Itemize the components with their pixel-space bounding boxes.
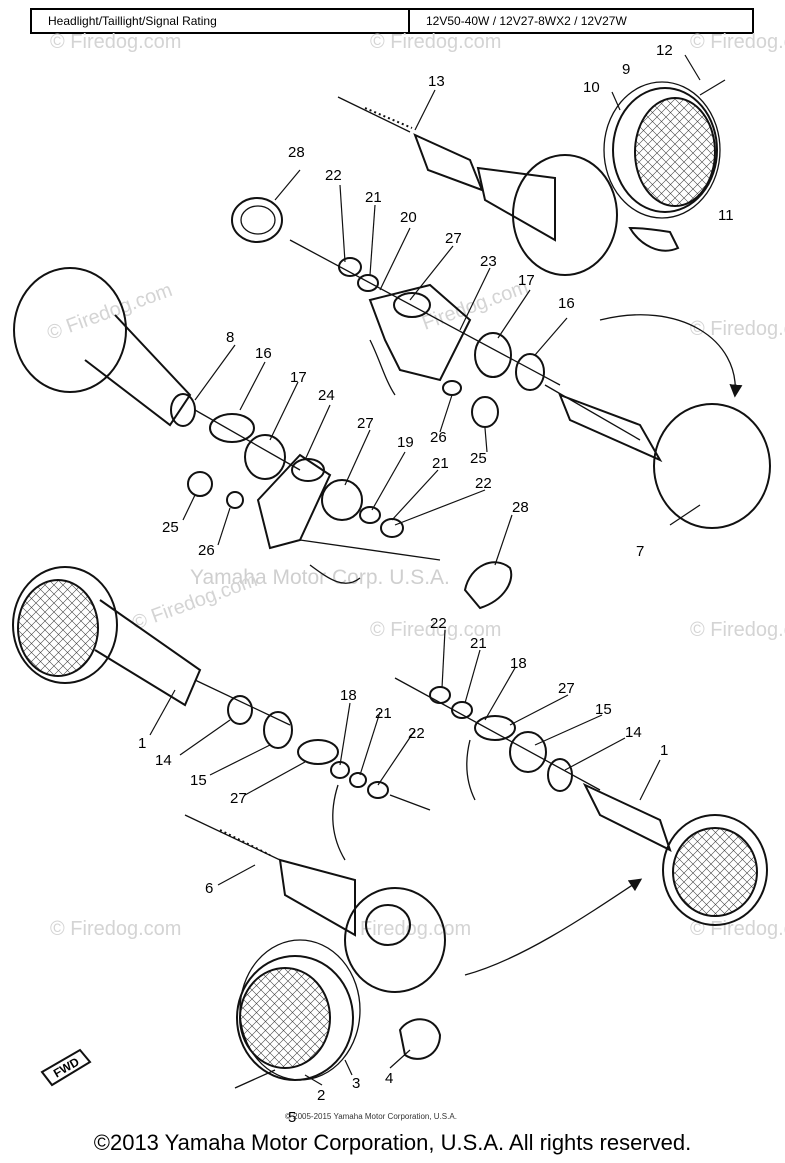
callout-23: 23 [480, 253, 497, 270]
callout-25b: 25 [162, 519, 179, 536]
callout-14b: 14 [155, 752, 172, 769]
spec-value: 12V50-40W / 12V27-8WX2 / 12V27W [426, 14, 627, 28]
callout-21d: 21 [375, 705, 392, 722]
turn-signal-rear-right-lower [394, 677, 768, 926]
callout-27: 27 [445, 230, 462, 247]
callout-15: 15 [595, 701, 612, 718]
fwd-indicator: FWD [40, 1048, 92, 1087]
callout-16: 16 [558, 295, 575, 312]
watermark: © Firedog.com [50, 918, 181, 940]
watermark: © Firedog.com [690, 318, 785, 340]
callout-28b: 28 [512, 499, 529, 516]
callout-8: 8 [226, 329, 234, 346]
watermark: Firedog.com [360, 918, 471, 940]
turn-signal-rear-right [337, 96, 618, 276]
callout-27d: 27 [230, 790, 247, 807]
callout-27b: 27 [357, 415, 374, 432]
callout-7: 7 [636, 543, 644, 560]
callout-16b: 16 [255, 345, 272, 362]
bracket-lower [187, 413, 441, 584]
callout-5: 5 [288, 1109, 296, 1126]
callout-27c: 27 [558, 680, 575, 697]
turn-signal-bottom [184, 814, 446, 1089]
callout-20: 20 [400, 209, 417, 226]
watermark: © Firedog.com [690, 619, 785, 641]
socket-cover-lower [463, 561, 513, 610]
callout-6: 6 [205, 880, 213, 897]
watermark: © Firedog.com [370, 619, 501, 641]
callout-15b: 15 [190, 772, 207, 789]
copyright-notice: ©2013 Yamaha Motor Corporation, U.S.A. A… [93, 1130, 692, 1155]
callout-13: 13 [428, 73, 445, 90]
watermark: © Firedog.com [370, 31, 501, 53]
spec-table: Headlight/Taillight/Signal Rating 12V50-… [30, 8, 754, 34]
turn-signal-rear-left [12, 566, 431, 861]
callout-22c: 22 [430, 615, 447, 632]
callout-19: 19 [397, 434, 414, 451]
lens-assembly-top [603, 79, 726, 252]
turn-signal-front-right [544, 384, 771, 529]
callout-22d: 22 [408, 725, 425, 742]
callout-21b: 21 [432, 455, 449, 472]
watermark: Firedog.com [419, 276, 531, 335]
callout-1b: 1 [138, 735, 146, 752]
callout-17b: 17 [290, 369, 307, 386]
leader-lines [149, 54, 701, 1086]
callout-3: 3 [352, 1075, 360, 1092]
callout-12: 12 [656, 42, 673, 59]
callout-11: 11 [718, 207, 734, 224]
callout-4: 4 [385, 1070, 393, 1087]
callout-18: 18 [510, 655, 527, 672]
spec-label: Headlight/Taillight/Signal Rating [32, 10, 410, 32]
callout-18b: 18 [340, 687, 357, 704]
turn-signal-front-left [13, 267, 301, 471]
callout-21: 21 [365, 189, 382, 206]
callout-26: 26 [430, 429, 447, 446]
arrow-upper [599, 314, 743, 398]
watermark: © Firedog.com [50, 31, 181, 53]
callout-17: 17 [518, 272, 535, 289]
callout-28: 28 [288, 144, 305, 161]
callout-1: 1 [660, 742, 668, 759]
small-credit: © 2005-2015 Yamaha Motor Corporation, U.… [285, 1112, 457, 1121]
callout-21c: 21 [470, 635, 487, 652]
bracket-upper [289, 239, 561, 428]
callout-2: 2 [317, 1087, 325, 1104]
callout-24: 24 [318, 387, 335, 404]
watermark: Yamaha Motor Corp. U.S.A. [190, 566, 450, 589]
callout-14: 14 [625, 724, 642, 741]
watermark: © Firedog.com [44, 279, 175, 345]
arrow-lower [464, 878, 643, 976]
callout-26b: 26 [198, 542, 215, 559]
callouts: 13 10 9 12 11 28 22 21 20 27 23 17 16 8 … [138, 42, 734, 1126]
callout-25: 25 [470, 450, 487, 467]
watermark: © Firedog.com [690, 918, 785, 940]
callout-22b: 22 [475, 475, 492, 492]
watermark: © Firedog.com [690, 31, 785, 53]
callout-9: 9 [622, 61, 630, 78]
callout-22: 22 [325, 167, 342, 184]
socket-cover-upper [231, 197, 283, 243]
callout-10: 10 [583, 79, 600, 96]
